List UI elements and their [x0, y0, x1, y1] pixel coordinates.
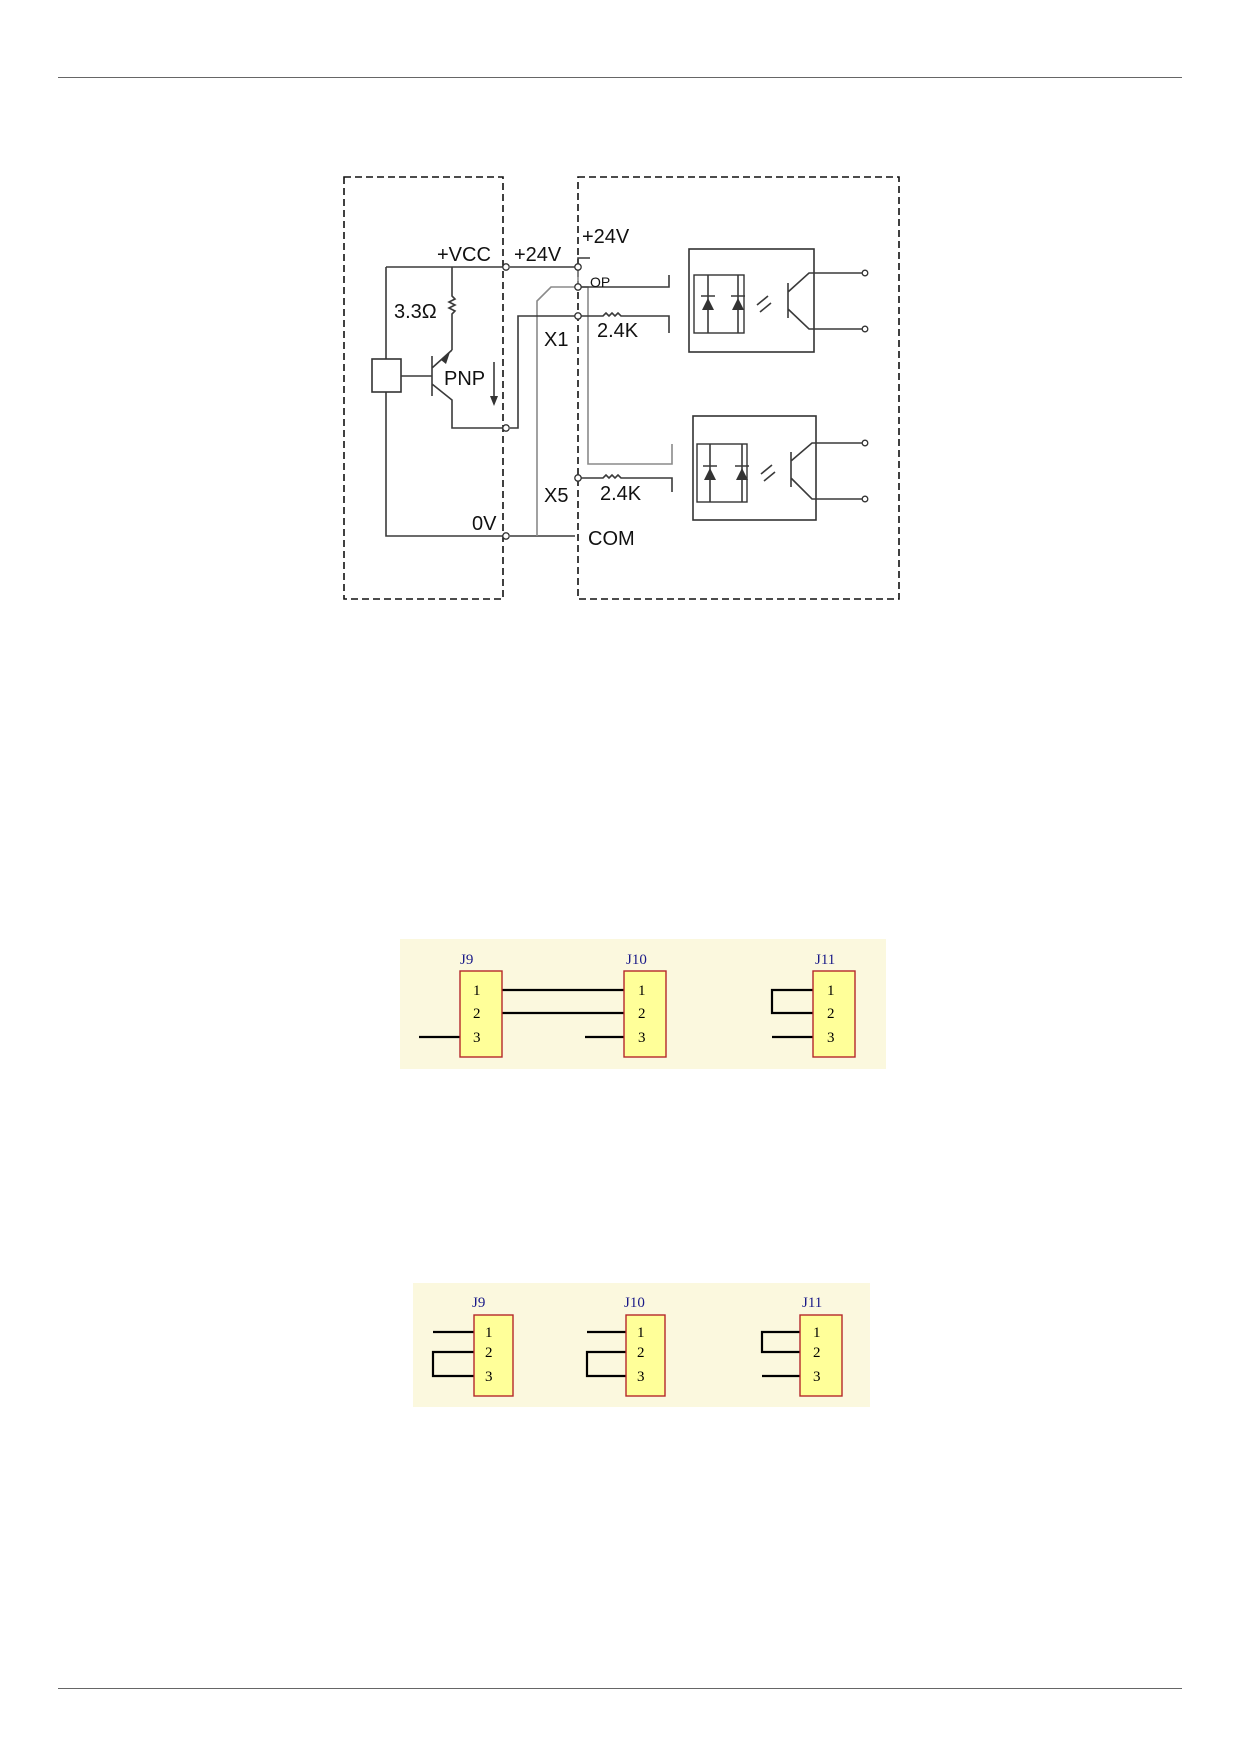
j9-label: J9	[460, 952, 473, 968]
j11-pin-1: 1	[827, 983, 835, 999]
opto1-diode-a	[702, 298, 714, 310]
label-op: OP	[590, 274, 610, 290]
j10-pin-2: 2	[638, 1006, 646, 1022]
opto1-light-arrows-icon	[756, 295, 772, 313]
opto1-phototransistor-icon	[787, 272, 862, 330]
opto2-out-a	[861, 439, 869, 447]
x1-node	[574, 312, 582, 320]
b-j11-label: J11	[802, 1295, 822, 1311]
j11-pin-3: 3	[827, 1030, 835, 1046]
opto1-out-a	[861, 269, 869, 277]
j10-pin-3: 3	[638, 1030, 646, 1046]
b-j9-connector	[473, 1314, 514, 1397]
optocoupler-1	[688, 248, 815, 353]
label-res-x1: 2.4K	[597, 320, 639, 342]
j9-connector	[459, 970, 503, 1058]
b-j11-connector	[799, 1314, 843, 1397]
b-j9-label: J9	[472, 1295, 485, 1311]
b-j9-pin2-pin3-bridge	[431, 1350, 474, 1378]
optocoupler-2	[692, 415, 817, 521]
label-plus24-right: +24V	[582, 226, 630, 248]
j10-connector	[623, 970, 667, 1058]
jumper-diagram-b: J9 J10 J11 1 2 3 1 2 3 1 2 3	[413, 1283, 870, 1407]
label-zero-v: 0V	[472, 513, 497, 535]
opto1-out-b	[861, 325, 869, 333]
x5-wire	[580, 473, 673, 492]
label-x5: X5	[544, 485, 568, 507]
label-vcc: +VCC	[437, 244, 491, 266]
current-arrowhead	[490, 396, 498, 406]
sensor-output-node	[502, 424, 510, 432]
label-x1: X1	[544, 329, 568, 351]
jumper-diagram-a: J9 J10 J11 1 2 3 1 2 3 1 2 3	[400, 939, 886, 1069]
j10-label: J10	[626, 952, 647, 968]
header-rule	[58, 77, 1182, 78]
b-j11-pin-1: 1	[813, 1325, 821, 1341]
x1-wire	[580, 311, 670, 333]
label-plus24-left: +24V	[514, 244, 562, 266]
j9-pin-1: 1	[473, 983, 481, 999]
pnp-input-wiring-diagram: +VCC +24V +24V OP 3.3Ω PNP X1 2.4K X5 2.…	[343, 176, 900, 600]
b-j11-pin-2: 2	[813, 1345, 821, 1361]
sensor-resistor-icon	[447, 267, 457, 350]
pnp-arrow-icon	[441, 352, 450, 364]
sensor-dashed-box	[343, 176, 504, 600]
b-j10-pin-2: 2	[637, 1345, 645, 1361]
j11-connector	[812, 970, 856, 1058]
b-j9-pin-3: 3	[485, 1369, 493, 1385]
vcc-node	[502, 263, 510, 271]
left-return-wire	[385, 267, 575, 537]
b-j10-connector	[625, 1314, 666, 1397]
b-j10-pin2-pin3-bridge	[585, 1350, 626, 1378]
label-res-x5: 2.4K	[600, 483, 642, 505]
j9-pin-3: 3	[473, 1030, 481, 1046]
b-j11-pin-3: 3	[813, 1369, 821, 1385]
j10-pin-1: 1	[638, 983, 646, 999]
j9-pin-2: 2	[473, 1006, 481, 1022]
j11-pin-2: 2	[827, 1006, 835, 1022]
j11-pin1-pin2-bridge	[770, 988, 813, 1015]
b-j10-pin-1: 1	[637, 1325, 645, 1341]
opto1-led	[732, 298, 744, 310]
label-sensor-resistor: 3.3Ω	[394, 301, 437, 323]
footer-rule	[58, 1688, 1182, 1689]
drive-dashed-box	[577, 176, 900, 600]
op-node	[574, 283, 582, 291]
b-j9-pin-1: 1	[485, 1325, 493, 1341]
plus24-node	[574, 263, 582, 271]
b-j11-pin1-pin2-bridge	[760, 1330, 800, 1354]
x1-to-sensor-wire	[510, 315, 575, 429]
opto2-diode-a	[704, 468, 716, 480]
pnp-transistor-icon	[431, 349, 506, 429]
b-j10-pin-3: 3	[637, 1369, 645, 1385]
opto2-diode-box	[696, 443, 748, 503]
label-pnp: PNP	[444, 368, 485, 390]
x5-node	[574, 474, 582, 482]
label-com: COM	[588, 528, 635, 550]
op-x1-cross-wire	[536, 286, 575, 536]
op-to-opto1-wire	[580, 275, 670, 288]
opto2-out-b	[861, 495, 869, 503]
opto2-led	[736, 468, 748, 480]
opto2-light-arrows-icon	[760, 464, 776, 482]
zero-v-node	[502, 532, 510, 540]
j11-label: J11	[815, 952, 835, 968]
b-j10-label: J10	[624, 1295, 645, 1311]
opto1-diode-box	[693, 274, 745, 334]
b-j9-pin-2: 2	[485, 1345, 493, 1361]
opto2-phototransistor-icon	[790, 442, 862, 500]
